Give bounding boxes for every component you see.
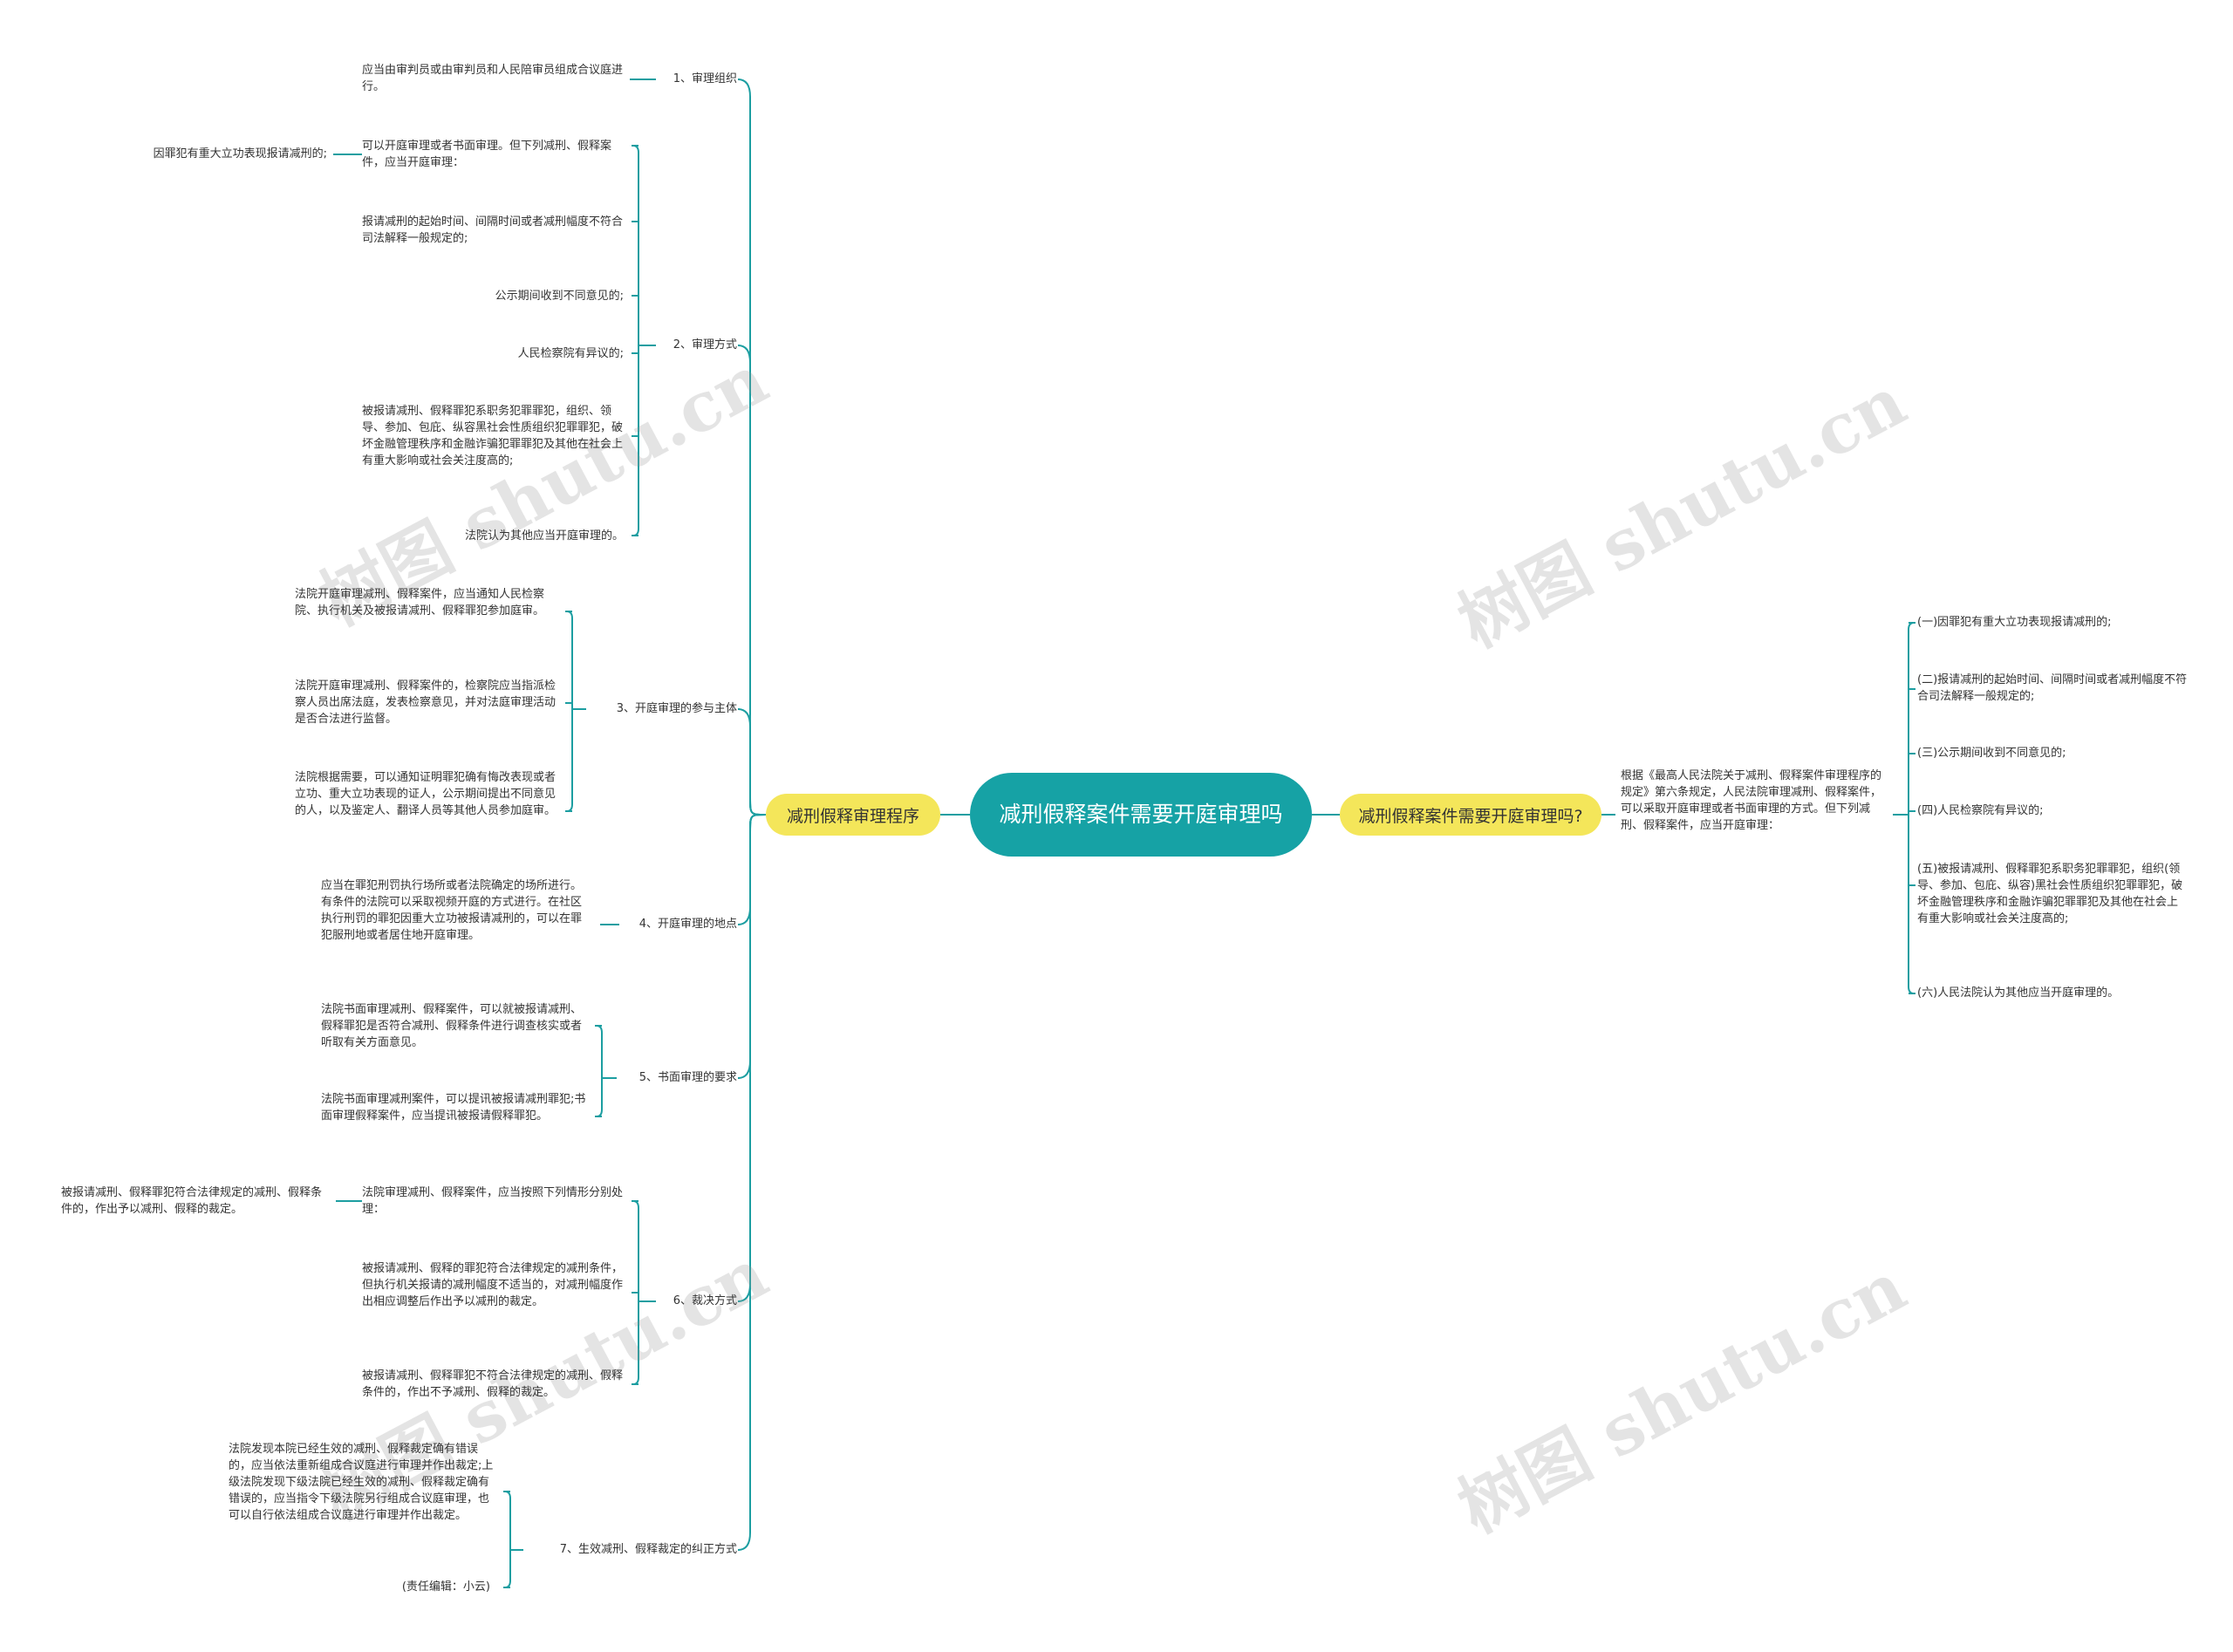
root-topic[interactable]: 减刑假释案件需要开庭审理吗 [970,773,1312,857]
leaf-7-1: 法院发现本院已经生效的减刑、假释裁定确有错误的，应当依法重新组成合议庭进行审理并… [229,1443,494,1522]
right-leaf-5: (五)被报请减刑、假释罪犯系职务犯罪罪犯，组织(领导、参加、包庇、纵容)黑社会性… [1917,863,2183,925]
leaf-3-3: 法院根据需要，可以通知证明罪犯确有悔改表现或者立功、重大立功表现的证人，公示期间… [295,771,557,817]
leaf-2-4: 人民检察院有异议的; [517,347,624,360]
branch-4-label[interactable]: 4、开庭审理的地点 [638,918,737,931]
leaf-2-3: 公示期间收到不同意见的; [495,290,624,303]
hub-to-branch-4 [737,814,767,925]
branch-1-label[interactable]: 1、审理组织 [673,72,737,85]
hub-to-branch-6 [737,814,767,1302]
leaf-2-5: 被报请减刑、假释罪犯系职务犯罪罪犯，组织、领导、参加、包庇、纵容黑社会性质组织犯… [362,405,624,468]
leaf-3-1: 法院开庭审理减刑、假释案件，应当通知人民检察院、执行机关及被报请减刑、假释罪犯参… [295,588,545,618]
right-hub-topic[interactable]: 减刑假释案件需要开庭审理吗? [1340,794,1601,836]
branch-6-label[interactable]: 6、裁决方式 [673,1294,737,1307]
branch-7-label[interactable]: 7、生效减刑、假释裁定的纠正方式 [559,1543,737,1556]
b7-bar [504,1491,511,1588]
leaf-6-2: 被报请减刑、假释的罪犯符合法律规定的减刑条件，但执行机关报请的减刑幅度不适当的，… [362,1262,624,1308]
hub-to-branch-1 [737,79,767,816]
right-leaf-4: (四)人民检察院有异议的; [1917,804,2044,817]
branch-3-label[interactable]: 3、开庭审理的参与主体 [616,702,737,715]
right-branch-text: 根据《最高人民法院关于减刑、假释案件审理程序的规定》第六条规定，人民法院审理减刑… [1621,769,1882,832]
branch-2-label[interactable]: 2、审理方式 [673,338,737,352]
leaf-7-2: (责任编辑：小云) [401,1580,490,1594]
hub-to-branch-2 [737,345,767,816]
leaf-2-2: 报请减刑的起始时间、间隔时间或者减刑幅度不符合司法解释一般规定的; [362,215,624,245]
right-leaf-3: (三)公示期间收到不同意见的; [1917,747,2066,760]
hub-to-branch-3 [737,708,767,816]
leaf-2-1-1: 因罪犯有重大立功表现报请减刑的; [153,147,327,160]
right-leaf-2: (二)报请减刑的起始时间、间隔时间或者减刑幅度不符合司法解释一般规定的; [1917,673,2188,703]
branch-5-label[interactable]: 5、书面审理的要求 [638,1071,737,1084]
leaf-6-1-1: 被报请减刑、假释罪犯符合法律规定的减刑、假释条件的，作出予以减刑、假释的裁定。 [61,1186,323,1216]
leaf-1-1: 应当由审判员或由审判员和人民陪审员组成合议庭进行。 [362,64,624,93]
right-leaf-6: (六)人民法院认为其他应当开庭审理的。 [1917,986,2120,1000]
leaf-6-1: 法院审理减刑、假释案件，应当按照下列情形分别处理： [362,1186,624,1216]
leaf-2-6: 法院认为其他应当开庭审理的。 [464,529,624,543]
leaf-3-2: 法院开庭审理减刑、假释案件的，检察院应当指派检察人员出席法庭，发表检察意见，并对… [295,679,557,726]
hub-to-branch-7 [737,814,767,1551]
leaf-5-2: 法院书面审理减刑案件，可以提讯被报请减刑罪犯;书面审理假释案件，应当提讯被报请假… [321,1093,586,1123]
leaf-4-1: 应当在罪犯刑罚执行场所或者法院确定的场所进行。有条件的法院可以采取视频开庭的方式… [321,879,583,942]
rb-bar [1908,622,1915,994]
right-leaf-1: (一)因罪犯有重大立功表现报请减刑的; [1917,616,2112,629]
left-hub-topic[interactable]: 减刑假释审理程序 [766,794,940,836]
leaf-5-1: 法院书面审理减刑、假释案件，可以就被报请减刑、假释罪犯是否符合减刑、假释条件进行… [321,1003,583,1049]
hub-to-branch-5 [737,814,767,1079]
leaf-2-1: 可以开庭审理或者书面审理。但下列减刑、假释案件，应当开庭审理： [362,140,612,169]
leaf-6-3: 被报请减刑、假释罪犯不符合法律规定的减刑、假释条件的，作出不予减刑、假释的裁定。 [362,1369,624,1399]
